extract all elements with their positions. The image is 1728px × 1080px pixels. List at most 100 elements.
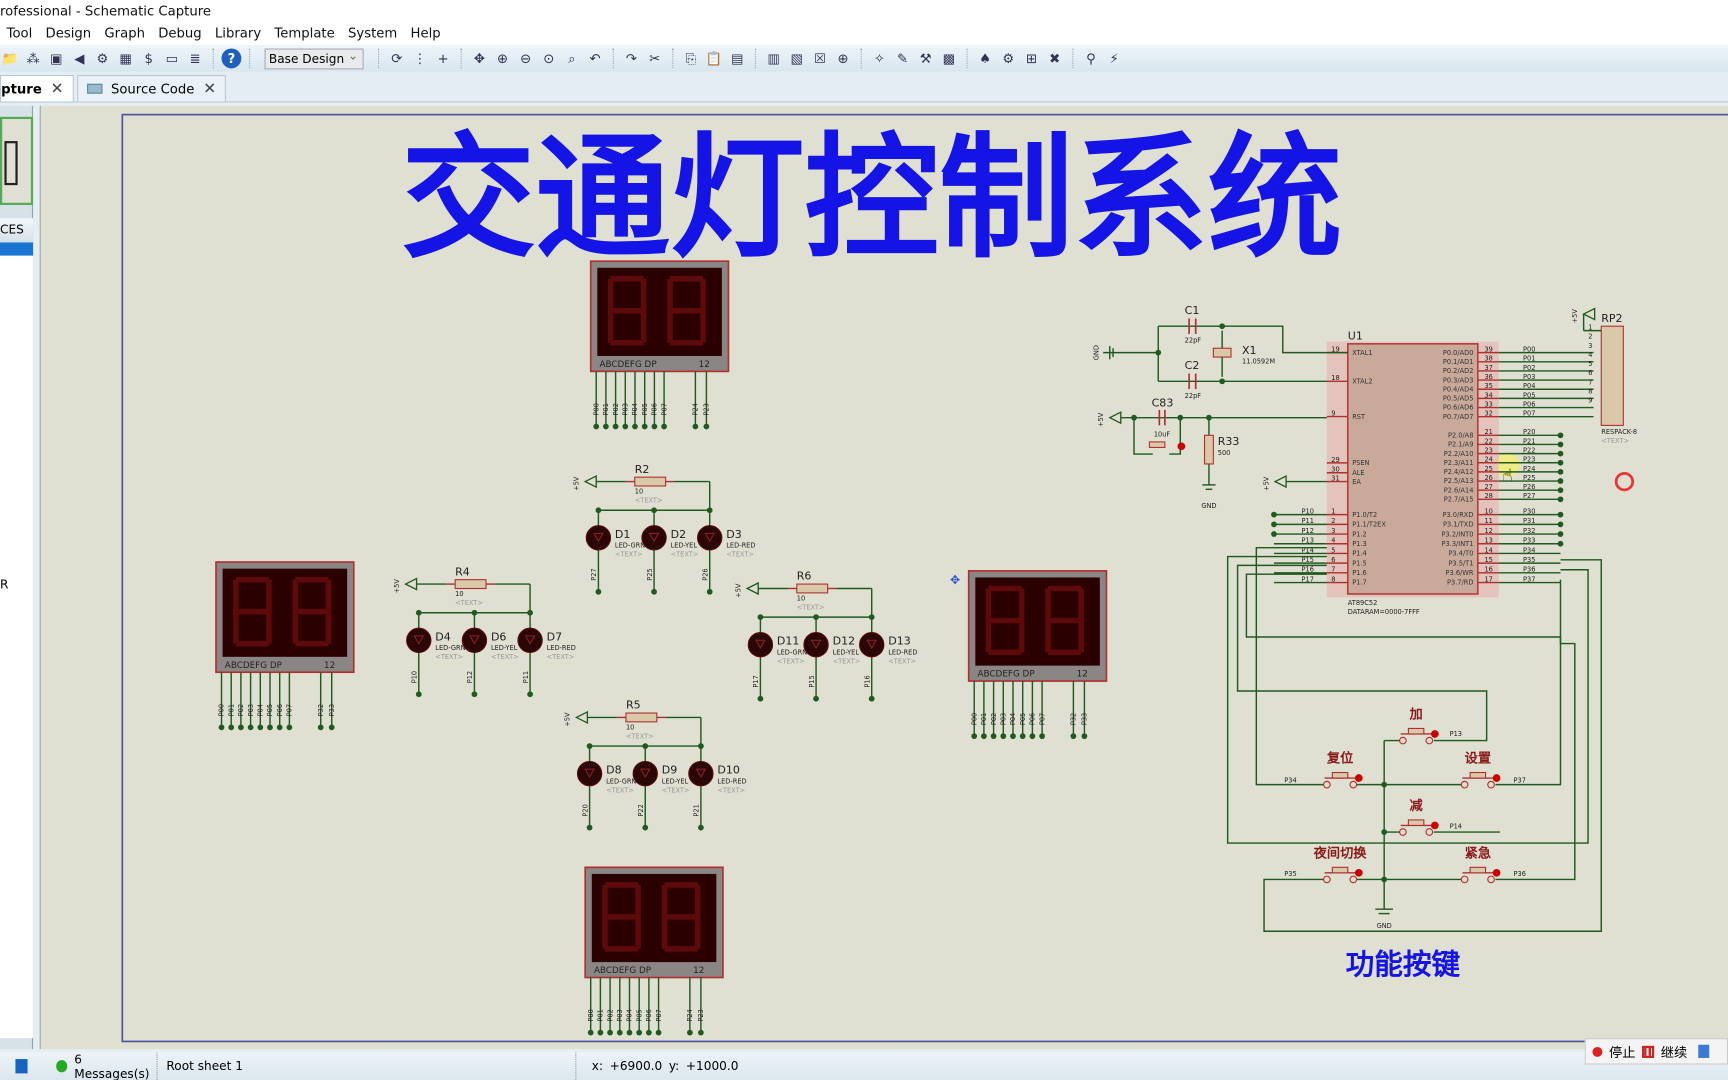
led-d8[interactable] [576, 760, 603, 787]
device-list[interactable] [0, 255, 34, 1039]
help-icon[interactable]: ? [221, 48, 242, 69]
led-d9[interactable] [632, 760, 658, 787]
resistor-body[interactable] [625, 712, 658, 723]
toolbar-icon-r1[interactable]: ⋮ [413, 50, 427, 67]
design-layer-select[interactable]: Base Design [264, 46, 364, 69]
close-icon[interactable]: ✕ [203, 79, 217, 98]
toolbar-icon-r26[interactable]: ⚲ [1086, 50, 1096, 67]
toolbar-icon-r16[interactable]: ☒ [813, 50, 826, 67]
messages-indicator[interactable]: 6 Messages(s) [56, 1052, 158, 1080]
led-d2[interactable] [641, 525, 667, 551]
led-d12[interactable] [803, 632, 829, 658]
toolbar-icon-r12[interactable]: 📋 [705, 50, 723, 67]
menu-template[interactable]: Template [274, 25, 335, 41]
toolbar-icon-r27[interactable]: ⚡ [1109, 50, 1119, 67]
toolbar-icon-r22[interactable]: ♠ [979, 50, 992, 67]
toolbar-icon-r15[interactable]: ▧ [790, 50, 804, 67]
led-d1[interactable] [585, 525, 612, 551]
stop-icon[interactable] [1592, 1046, 1603, 1057]
led-d10[interactable] [688, 760, 714, 787]
push-button[interactable]: 紧急 [1460, 844, 1501, 884]
toolbar-icon-5[interactable]: ▦ [119, 50, 132, 67]
toolbar-icon-r0[interactable]: ⟳ [391, 50, 403, 67]
toolbar-icon-4[interactable]: ⚙ [96, 50, 109, 67]
reset-button[interactable] [1148, 441, 1166, 448]
led-d4[interactable] [406, 627, 432, 653]
pause-icon[interactable] [1642, 1045, 1655, 1058]
close-icon[interactable]: ✕ [50, 79, 64, 98]
toolbar-icon-r19[interactable]: ✎ [897, 50, 909, 67]
toolbar-icon-r23[interactable]: ⚙ [1002, 50, 1015, 67]
toolbar-icon-r13[interactable]: ▤ [731, 50, 744, 67]
menu-tool[interactable]: Tool [6, 25, 33, 41]
push-button[interactable]: 设置 [1460, 751, 1501, 789]
toolbar-icon-r18[interactable]: ✧ [873, 50, 885, 67]
monitor-icon[interactable] [1698, 1044, 1710, 1058]
resistor-r33[interactable] [1203, 434, 1214, 465]
push-button[interactable]: 夜间切换 [1313, 844, 1368, 884]
crystal-x1[interactable] [1212, 347, 1232, 358]
resistor-body[interactable] [454, 579, 487, 590]
toolbar-icon-r8[interactable]: ↶ [589, 50, 601, 67]
toolbar-icon-r14[interactable]: ▥ [767, 50, 780, 67]
led-d7[interactable] [517, 627, 543, 653]
toolbar-icon-r9[interactable]: ↷ [625, 50, 638, 67]
push-button[interactable]: 加 [1399, 707, 1439, 745]
menu-debug[interactable]: Debug [158, 25, 202, 41]
toolbar-icon-r25[interactable]: ✖ [1049, 50, 1061, 67]
label: 500 [1218, 449, 1231, 457]
led-d3[interactable] [697, 525, 723, 551]
toolbar-icon-8[interactable]: ≣ [189, 50, 201, 67]
continue-button[interactable]: 继续 [1660, 1044, 1688, 1060]
toolbar-icon-3[interactable]: ◀ [74, 50, 85, 67]
toolbar-icon-0[interactable]: 📁 [1, 50, 19, 67]
toolbar-icon-7[interactable]: ▭ [165, 50, 179, 67]
animation-status-icon[interactable] [15, 1059, 28, 1074]
toolbar-icon-r11[interactable]: ⎘ [685, 50, 697, 66]
toolbar-icon-2[interactable]: ▣ [49, 50, 63, 67]
net-label: P13 [1450, 730, 1462, 738]
toolbar-icon-r20[interactable]: ⚒ [919, 50, 932, 67]
toolbar-icon-r5[interactable]: ⊖ [520, 50, 532, 67]
toolbar-icon-r2[interactable]: + [437, 50, 449, 67]
device-list-selected[interactable] [0, 242, 34, 256]
label: <TEXT> [1601, 437, 1629, 445]
toolbar-icon-1[interactable]: ⁂ [26, 50, 40, 67]
toolbar-icon-r24[interactable]: ⊞ [1025, 50, 1038, 67]
schematic-canvas[interactable]: ☝交通灯控制系统功能按键88ABCDEFG DP12P00P01P02P03P0… [39, 105, 1728, 1050]
led-d6[interactable] [461, 627, 488, 653]
diode-icon [704, 532, 716, 543]
toolbar-icon-r7[interactable]: ⌕ [568, 50, 576, 66]
overview-thumbnail[interactable] [0, 116, 34, 205]
led-d11[interactable] [747, 632, 774, 658]
led-d13[interactable] [859, 632, 885, 658]
toolbar-icon-r10[interactable]: ✂ [649, 50, 661, 67]
toolbar-icon-r6[interactable]: ⊙ [543, 50, 555, 67]
stop-button[interactable]: 停止 [1608, 1044, 1636, 1060]
resistor-body[interactable] [634, 476, 667, 487]
tab-source-code[interactable]: Source Code ✕ [76, 74, 227, 102]
push-button[interactable]: 复位 [1322, 750, 1363, 789]
menu-graph[interactable]: Graph [104, 25, 145, 41]
menu-system[interactable]: System [347, 25, 398, 41]
label: <TEXT> [833, 657, 861, 665]
toolbar-icon-r4[interactable]: ⊕ [496, 50, 509, 67]
tab-schematic-capture[interactable]: pture ✕ [0, 74, 74, 102]
menu-design[interactable]: Design [45, 25, 92, 41]
push-button[interactable]: 减 [1399, 797, 1439, 836]
toolbar-icon-r17[interactable]: ⊕ [837, 50, 849, 67]
pin-net-label: P00 [587, 1009, 595, 1021]
toolbar-icon-r21[interactable]: ▩ [942, 50, 956, 67]
toolbar-icon-6[interactable]: $ [144, 50, 153, 67]
menu-help[interactable]: Help [410, 25, 441, 41]
toolbar-icon-r3[interactable]: ✥ [473, 50, 485, 67]
resistor-body[interactable] [796, 583, 829, 594]
menu-library[interactable]: Library [214, 25, 262, 41]
